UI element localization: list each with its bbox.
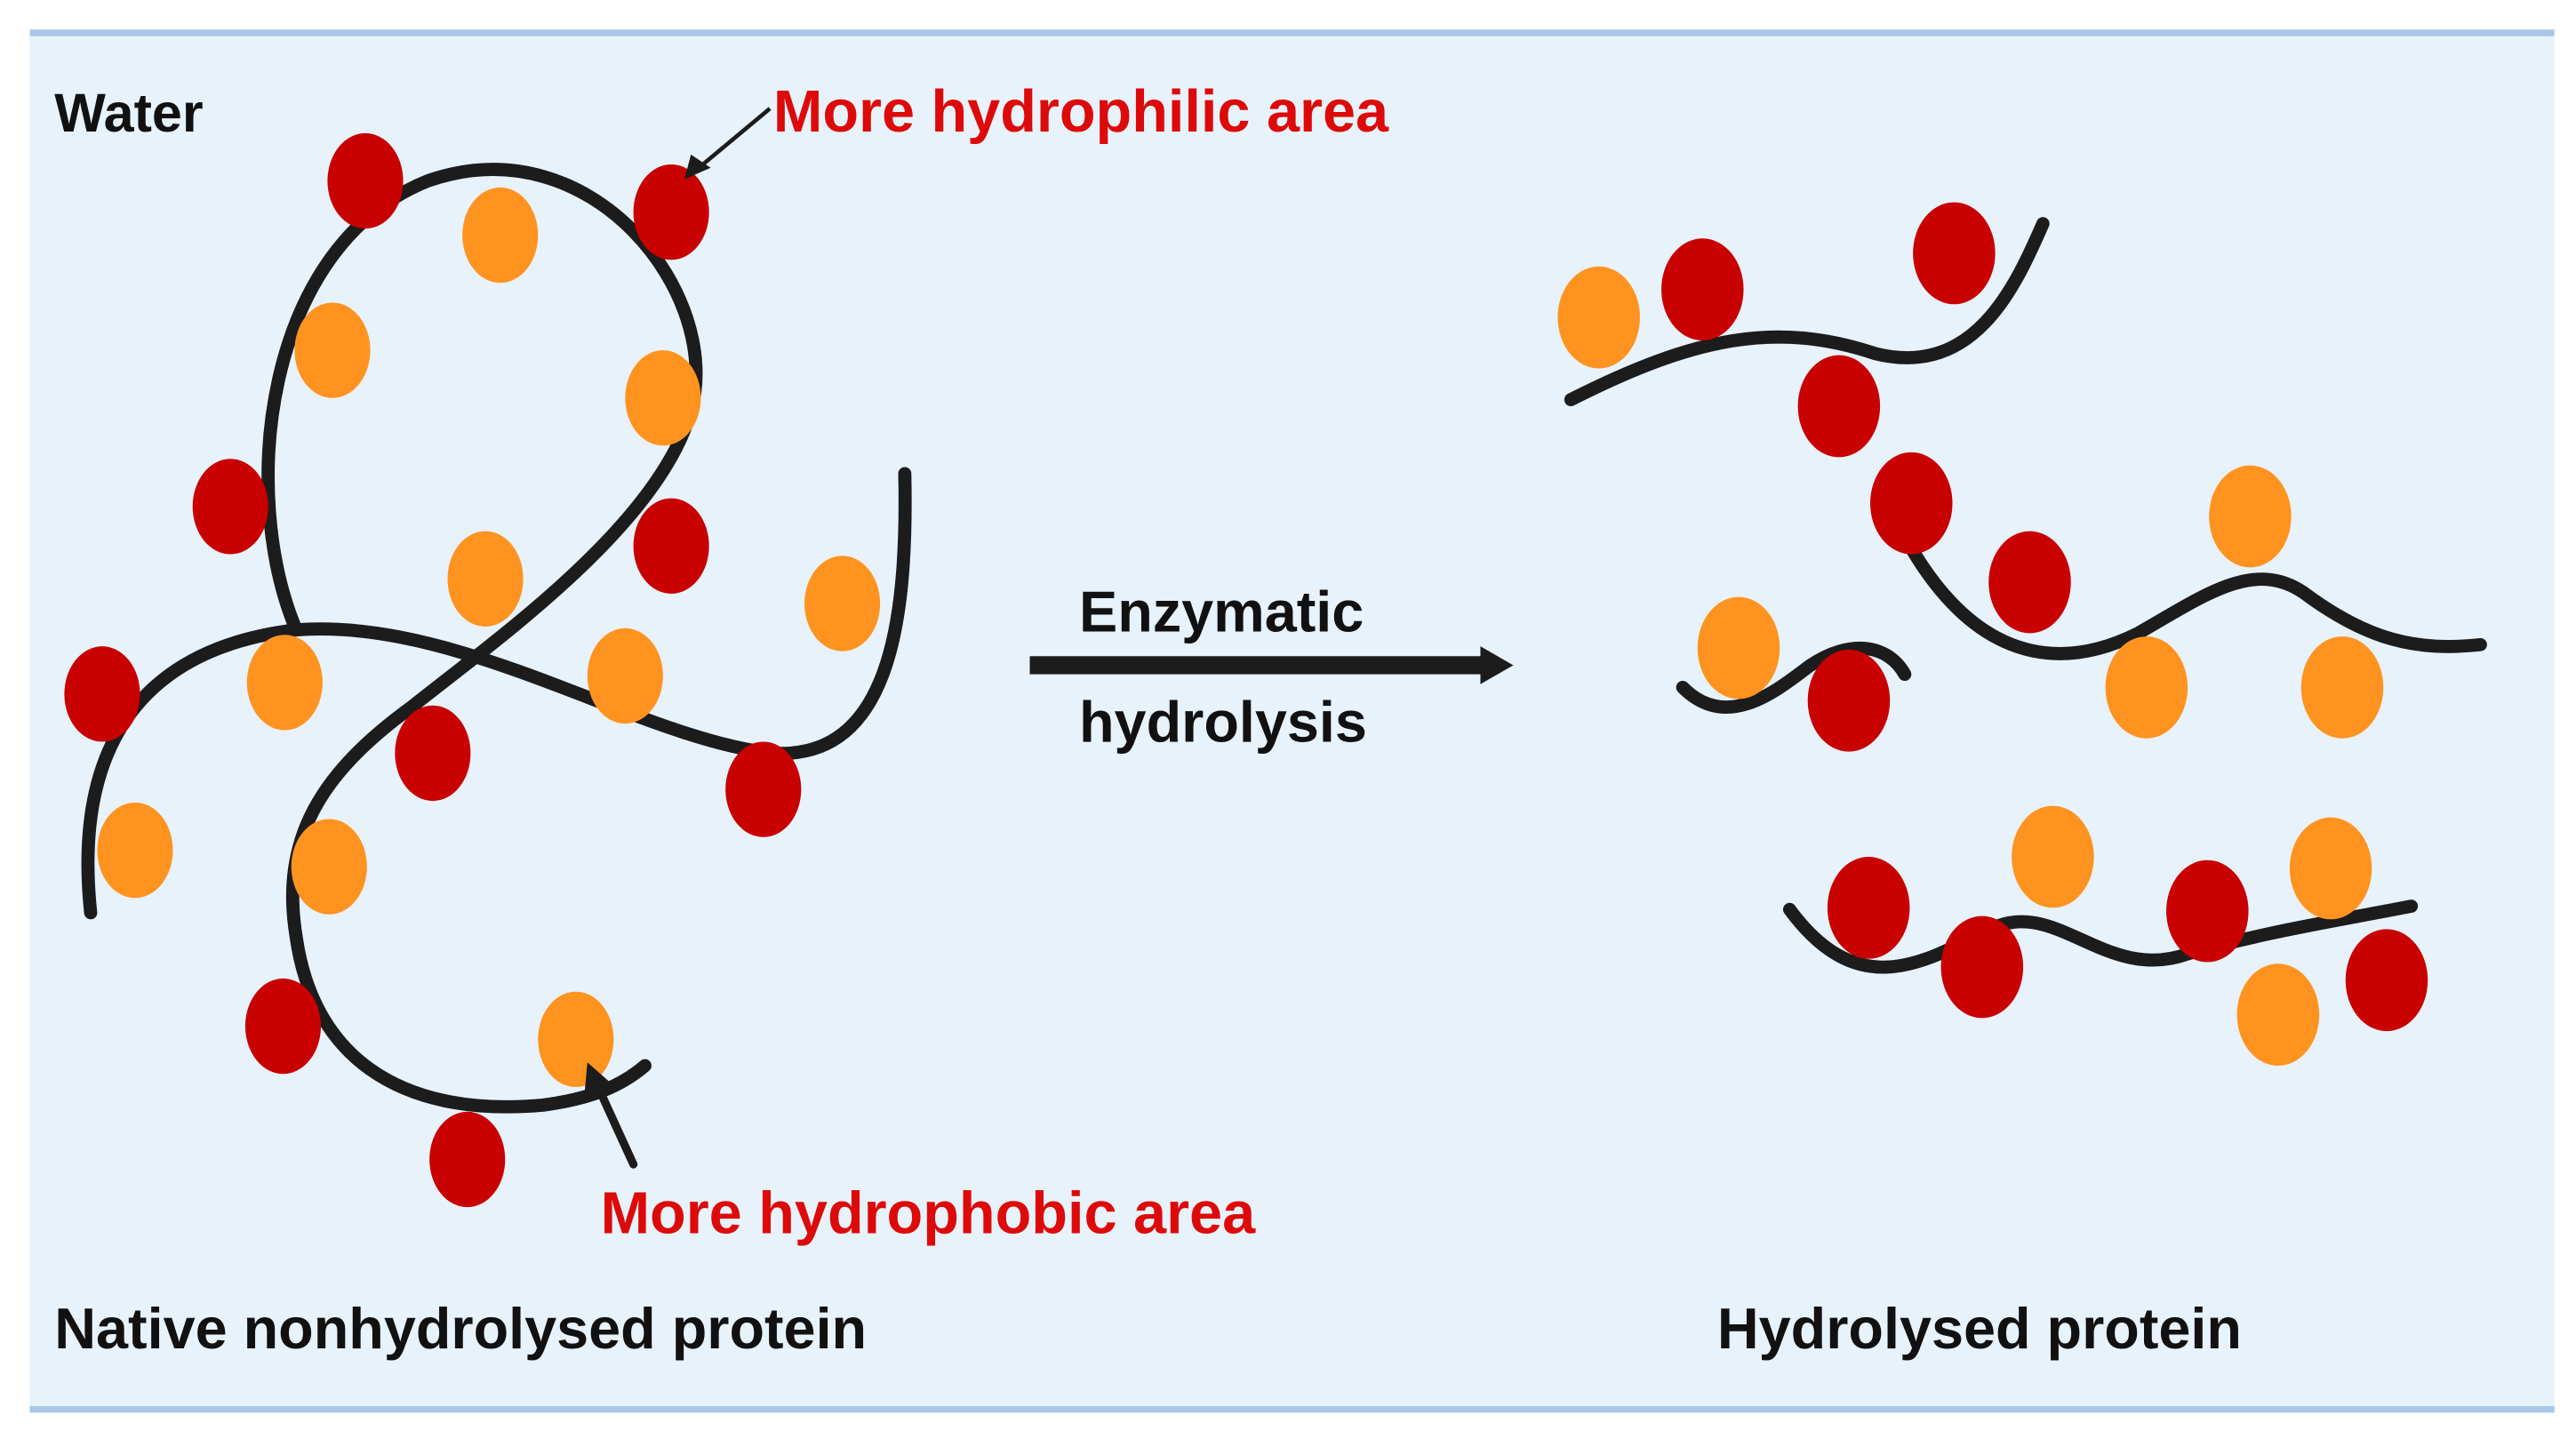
hydrophilic-residue — [192, 459, 268, 555]
hydrolysed-fragment — [1782, 805, 2428, 1066]
hydrophilic-residue — [395, 705, 471, 802]
hydrolysed-fragment — [1676, 596, 1912, 752]
hydrophobic-residue — [587, 628, 663, 724]
hydrophilic-residue — [1870, 452, 1953, 555]
hydrophilic-residue — [1661, 238, 1744, 341]
hydrophobic-residue — [246, 635, 323, 731]
hydrophobic-residue — [2012, 805, 2094, 908]
hydrophobic-residue — [462, 187, 539, 284]
fragment-chain — [1676, 641, 1912, 714]
native-protein-caption: Native nonhydrolysed protein — [54, 1296, 867, 1361]
hydrophobic-residue — [538, 991, 614, 1088]
hydrophilic-residue — [725, 741, 802, 837]
hydrophilic-residue — [2345, 929, 2428, 1032]
hydrophilic-residue — [633, 498, 709, 594]
hydrophobic-residue — [1697, 596, 1780, 700]
hydrophilic-pointer-arrow — [684, 107, 772, 180]
hydrophobic-residue — [1557, 266, 1640, 369]
hydrophilic-residue — [1988, 531, 2071, 634]
native-hydrophobic-residues — [97, 187, 881, 1088]
fragment-chain — [1564, 217, 2050, 407]
native-hydrophilic-residues — [64, 132, 802, 1208]
hydrophobic-residue — [2289, 817, 2372, 920]
hydrolysis-arrow — [1029, 646, 1514, 684]
hydrophilic-area-label: More hydrophilic area — [773, 79, 1389, 145]
hydrophobic-residue — [2105, 636, 2188, 739]
hydrophilic-residue — [327, 132, 404, 229]
hydrolysed-fragment — [1870, 452, 2487, 739]
fragment-chain — [1901, 536, 2487, 660]
hydrophilic-residue — [633, 164, 709, 260]
fragment-chain — [1782, 899, 2419, 974]
hydrolysed-fragment — [1557, 202, 2050, 458]
hydrophobic-residue — [2300, 636, 2384, 739]
hydrophilic-residue — [429, 1111, 506, 1208]
hydrophobic-residue — [447, 531, 524, 627]
hydrophilic-residue — [1797, 355, 1881, 458]
hydrophilic-residue — [1913, 202, 1996, 305]
hydrophobic-pointer-arrow — [584, 1062, 638, 1169]
arrow-label-line1: Enzymatic — [1079, 580, 1364, 644]
native-protein-loop-chain — [261, 163, 703, 1114]
hydrophilic-residue — [64, 646, 140, 742]
hydrophobic-residue — [804, 556, 881, 652]
hydrophobic-residue — [97, 802, 173, 899]
hydrophobic-residue — [2236, 963, 2320, 1066]
arrow-label-line2: hydrolysis — [1079, 689, 1367, 754]
hydrophilic-residue — [1827, 856, 1910, 959]
water-label: Water — [54, 83, 203, 143]
hydrophobic-residue — [294, 302, 371, 398]
hydrophilic-residue — [1807, 649, 1891, 752]
hydrophobic-residue — [291, 819, 367, 915]
hydrophilic-residue — [2166, 859, 2249, 963]
hydrophilic-residue — [244, 978, 322, 1075]
hydrophobic-residue — [625, 350, 701, 446]
hydrophilic-residue — [1940, 915, 2024, 1019]
hydrophobic-area-label: More hydrophobic area — [601, 1181, 1256, 1247]
hydrolysed-protein-caption: Hydrolysed protein — [1717, 1296, 2242, 1361]
hydrophobic-residue — [2209, 465, 2292, 568]
